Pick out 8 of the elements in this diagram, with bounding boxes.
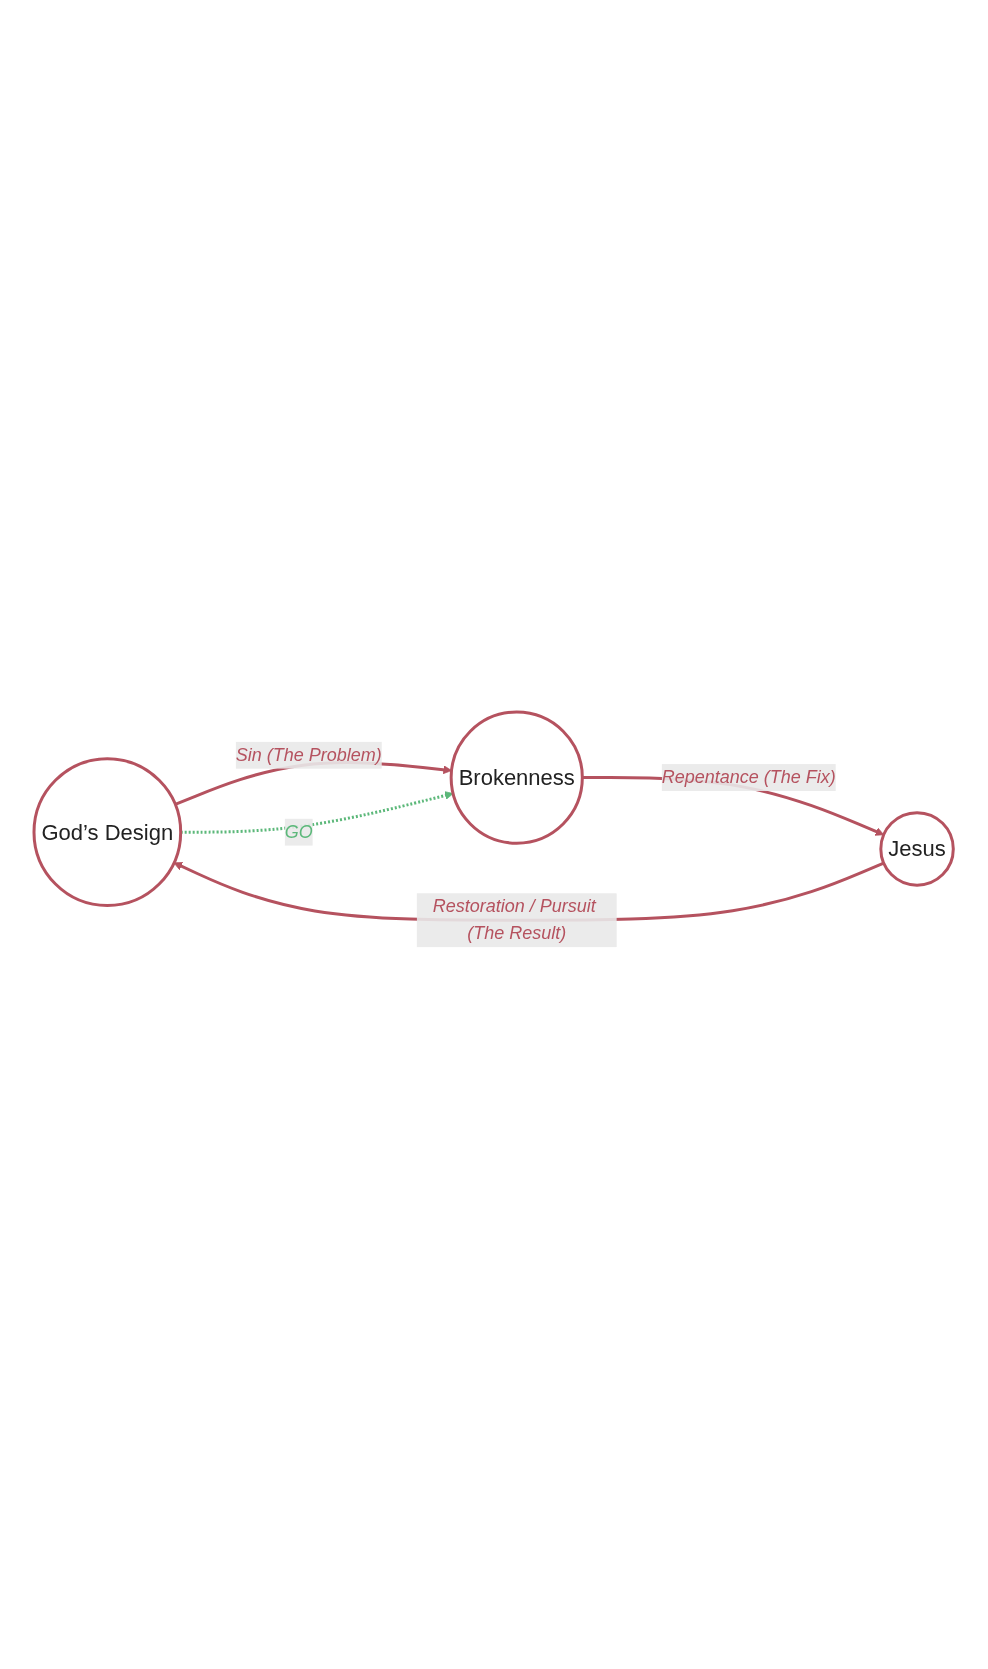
edge-label: Sin (The Problem) [236, 745, 383, 766]
edge-label: GO [285, 822, 314, 843]
arrow [181, 791, 454, 835]
node-circle: Jesus [879, 811, 956, 888]
node-circle: Brokenness [450, 710, 585, 846]
node-circle: God’s Design [32, 757, 183, 908]
edge-label: Restoration / Pursuit (The Result) [433, 896, 597, 944]
edge-label: Repentance (The Fix) [662, 767, 837, 788]
